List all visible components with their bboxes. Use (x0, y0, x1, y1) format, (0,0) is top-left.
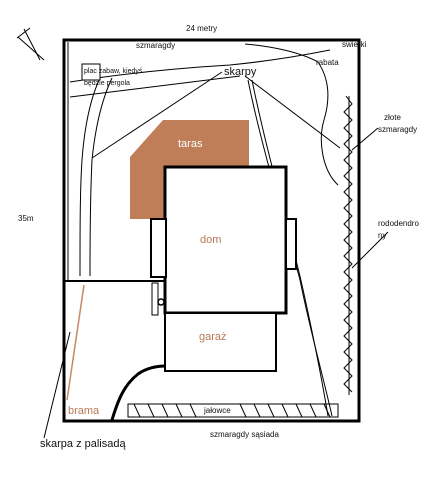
brama-label: brama (68, 405, 100, 417)
taras-label: taras (178, 138, 203, 150)
swierki-label: swierki (342, 40, 367, 49)
golden-emeralds-label-line1: złote (384, 113, 401, 122)
brama-line (66, 284, 85, 401)
golden-emeralds-label-line2: szmaragdy (378, 125, 417, 134)
jalowce-label: jałowce (203, 406, 231, 415)
house (163, 165, 288, 315)
szmaragdy-label: szmaragdy (136, 41, 175, 50)
golden-hedge-marks (343, 95, 353, 395)
rabata-label: rabata (316, 58, 339, 67)
gate-circle (157, 298, 165, 306)
taras-area (130, 120, 249, 219)
house-left-bay (150, 218, 167, 278)
driveway-curve (110, 364, 167, 421)
slope-palisade-label: skarpa z palisadą (40, 438, 126, 450)
dom-label: dom (200, 234, 221, 246)
bottom-hedge-strip (127, 403, 339, 418)
garage (164, 312, 277, 372)
house-right-bay (285, 218, 297, 270)
playground-label-line1: plac zabaw, kiedyś (84, 68, 143, 75)
left-dimension-label: 35m (18, 214, 34, 223)
rhododendrons-label-line1: rododendro (378, 219, 419, 228)
playground-box (81, 63, 101, 81)
rabata-curve (244, 43, 339, 186)
left-skarpa-curve-outer (79, 77, 101, 277)
property-boundary (62, 38, 361, 423)
top-skarpa-line (69, 49, 331, 83)
neighbor-emeralds-label: szmaragdy sąsiada (210, 430, 279, 439)
skarpy-label: skarpy (224, 66, 257, 78)
rhododendrons-label-line2: ny (378, 231, 386, 240)
skarpy-pointers (91, 71, 341, 417)
playground-label-line2: będzie pergola (84, 80, 130, 87)
compass-icon (16, 27, 45, 61)
gate-post (151, 282, 159, 316)
top-dimension-label: 24 metry (186, 24, 217, 33)
left-skarpa-curve-inner (89, 77, 113, 277)
garaz-label: garaż (199, 331, 227, 343)
